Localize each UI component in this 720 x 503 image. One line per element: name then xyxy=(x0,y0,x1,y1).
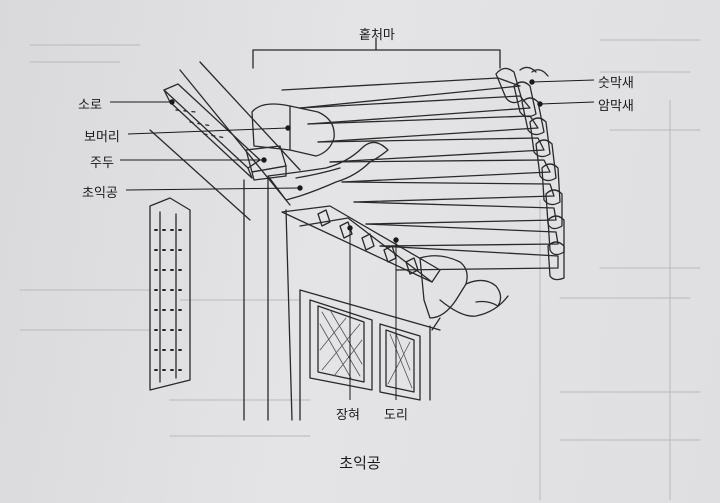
center-lattice-windows xyxy=(299,289,441,421)
label-janghyeo: 장혀 xyxy=(336,408,360,423)
label-soro: 소로 xyxy=(78,98,102,113)
rafters xyxy=(281,77,559,271)
label-ammaksae: 암막새 xyxy=(598,99,634,114)
leader-lines xyxy=(110,79,595,400)
label-choikgong: 초익공 xyxy=(82,186,118,201)
label-bomeori: 보머리 xyxy=(84,130,120,145)
lower-bracket xyxy=(419,255,468,319)
janghyeo-dori-beams xyxy=(281,205,441,283)
label-hotcheoma: 홑처마 xyxy=(359,28,395,43)
bleed-through-text xyxy=(19,39,701,501)
column xyxy=(243,177,293,421)
hotcheoma-bracket xyxy=(252,49,501,69)
roof-tiles xyxy=(495,66,565,281)
bomeori-block xyxy=(251,103,335,157)
label-sutmaksae: 숫막새 xyxy=(598,76,634,91)
label-judu: 주두 xyxy=(90,156,114,171)
label-dori: 도리 xyxy=(384,408,408,423)
choikgong-arm xyxy=(267,141,389,201)
figure-caption: 초익공 xyxy=(339,454,381,472)
left-lattice-wall xyxy=(149,197,191,391)
diagonal-beams xyxy=(149,61,301,221)
